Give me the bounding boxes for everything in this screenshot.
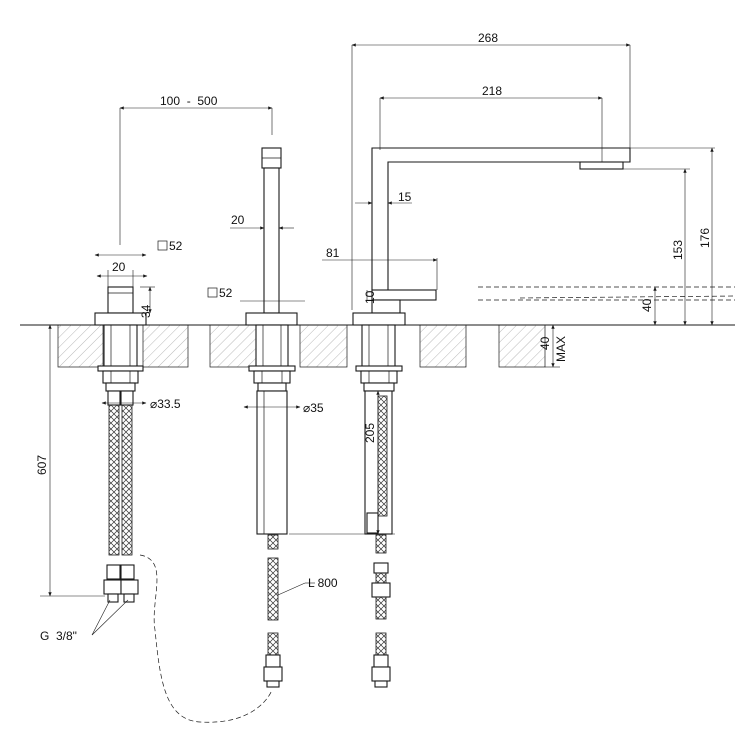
dim-153: 153 — [671, 240, 685, 260]
dim-205: 205 — [363, 423, 377, 443]
dim-max-label: MAX — [554, 336, 568, 362]
hose-middle — [267, 557, 279, 621]
hose-right-upper — [375, 534, 387, 554]
dim-40-max: 40 — [538, 336, 552, 350]
hose-middle-upper — [267, 534, 279, 550]
dim-33-5: ⌀33.5 — [150, 397, 181, 411]
spout-mixer-assembly — [352, 147, 631, 688]
hose-right — [375, 572, 387, 584]
hose-right-inner — [377, 395, 388, 517]
dim-268: 268 — [478, 31, 498, 45]
dimension-labels: 268 218 100 - 500 20 15 81 10 52 52 20 3… — [35, 31, 712, 643]
hose-right-mid — [375, 596, 387, 620]
dim-40: 40 — [640, 298, 654, 312]
dimension-lines — [40, 43, 715, 636]
dim-l-800: L 800 — [308, 576, 338, 590]
dim-10: 10 — [363, 290, 377, 304]
square-symbol-left — [157, 240, 168, 251]
dim-100-500: 100 - 500 — [160, 94, 218, 108]
alternate-outline — [478, 286, 736, 301]
dim-34: 34 — [139, 304, 153, 318]
dim-20-middle: 20 — [231, 213, 245, 227]
dim-15: 15 — [398, 190, 412, 204]
hose-middle-lower — [267, 632, 279, 656]
dim-52-left: 52 — [169, 239, 183, 253]
handle-valve-assembly — [94, 286, 273, 723]
hose-left-2 — [121, 404, 133, 556]
square-symbol-middle — [207, 287, 218, 298]
dim-35: ⌀35 — [303, 401, 324, 415]
dim-218: 218 — [482, 84, 502, 98]
dim-176: 176 — [698, 228, 712, 248]
countertop-section — [20, 324, 735, 368]
dim-607: 607 — [35, 455, 49, 475]
middle-valve-assembly — [245, 147, 298, 688]
hose-left-1 — [108, 404, 120, 556]
dim-81: 81 — [326, 246, 340, 260]
hose-right-lower — [375, 632, 387, 656]
dim-g-3-8: G 3/8" — [40, 629, 77, 643]
dim-20-left: 20 — [112, 260, 126, 274]
dim-52-middle: 52 — [219, 286, 233, 300]
